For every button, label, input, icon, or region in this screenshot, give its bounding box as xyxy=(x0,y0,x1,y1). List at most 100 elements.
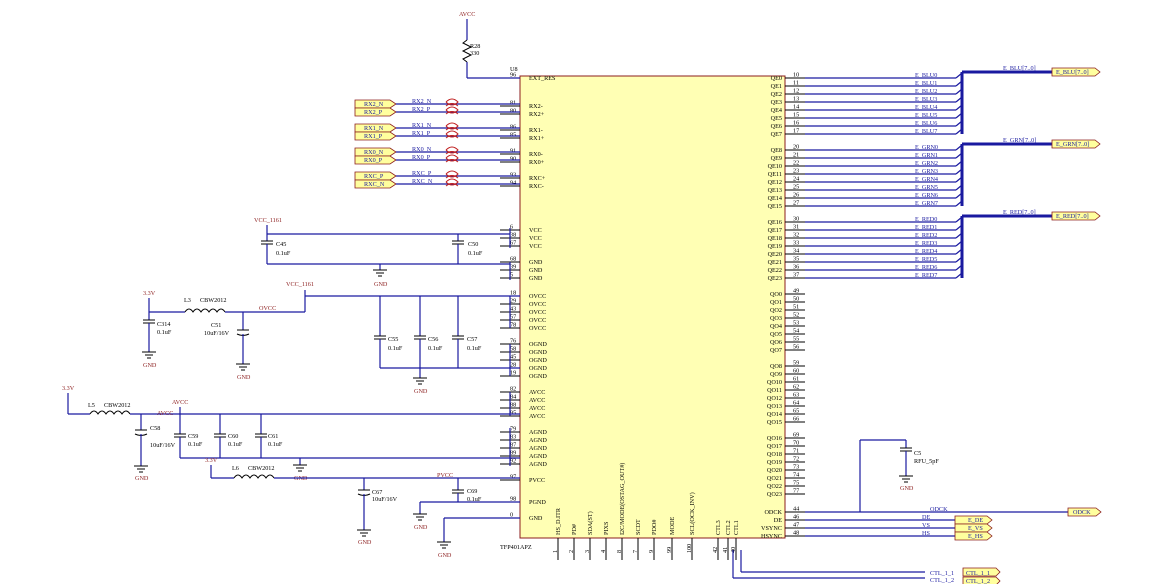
bus-net-label: E_RED1 xyxy=(915,224,937,231)
chip-right-pin-name: QE13 xyxy=(768,187,782,194)
c51-value: 10uF/16V xyxy=(204,330,230,337)
chip-right-pin-num: 52 xyxy=(793,312,799,319)
chip-right-pin-name: QO7 xyxy=(770,347,782,354)
chip-right-pin-name: QE15 xyxy=(768,203,782,210)
chip-left-pin-name: EXT_RES xyxy=(529,75,556,82)
chip-left-pin-name: VCC xyxy=(529,235,542,242)
chip-right-pin-num: 31 xyxy=(793,224,799,231)
gnd-label-7: GND xyxy=(358,539,372,546)
c45-ref: C45 xyxy=(276,241,286,248)
chip-right-pin-name: QO18 xyxy=(767,451,782,458)
chip-left-pin-name: AVCC xyxy=(529,405,545,412)
bus-port-label: E_BLU[7..0] xyxy=(1056,69,1089,76)
chip-right-pin-num: 12 xyxy=(793,88,799,95)
rx-input-port xyxy=(354,179,397,189)
chip-right-pin-name: QO17 xyxy=(767,443,782,450)
pvcc-supply: 3.3V L6 CBW2012 PVCC GND C67 10uF/16V C6… xyxy=(205,457,520,559)
chip-right-pin-num: 75 xyxy=(793,480,799,487)
bus-net-label: E_GRN6 xyxy=(915,192,938,199)
diff-pair-icon xyxy=(445,106,459,115)
chip-left-pin-name: RX2+ xyxy=(529,111,545,118)
chip-left-pin-num: 87 xyxy=(510,442,516,449)
chip-bottom-pin-num: 4 xyxy=(600,550,607,553)
l3-ref: L3 xyxy=(184,297,191,304)
chip-left-pin-name: OGND xyxy=(529,349,547,356)
rx-port-label: RX1_P xyxy=(364,133,383,140)
c314-value: 0.1uF xyxy=(157,329,172,336)
chip-left-pin-name: GND xyxy=(529,267,543,274)
chip-left-pin-num: 79 xyxy=(510,426,516,433)
chip-left-pin-num: 5 xyxy=(510,272,513,279)
chip-right-pin-name: QO8 xyxy=(770,363,782,370)
chip-right-pin-name: QO1 xyxy=(770,299,782,306)
diff-pair-icon xyxy=(445,146,459,155)
chip-left-pin-num: 39 xyxy=(510,264,516,271)
c55-ref: C55 xyxy=(388,336,398,343)
chip-right-pin-num: 44 xyxy=(793,506,799,513)
chip-left-pin-num: 91 xyxy=(510,148,516,155)
sync-port xyxy=(1067,507,1102,517)
c57-value: 0.1uF xyxy=(467,345,482,352)
chip-left-pin-name: OGND xyxy=(529,373,547,380)
c56-ref: C56 xyxy=(428,336,438,343)
chip-right-pin-name: QO14 xyxy=(767,411,782,418)
chip-right-pin-num: 72 xyxy=(793,456,799,463)
chip-right-pin-name: QO16 xyxy=(767,435,782,442)
chip-right-pin-num: 32 xyxy=(793,232,799,239)
chip-right-pin-num: 56 xyxy=(793,344,799,351)
bus-net-label: E_BLU6 xyxy=(915,120,937,127)
chip-bottom-pin-name: I2C/MODE(OSTAG_OUT#) xyxy=(619,463,626,535)
rx-port-label: RX2_P xyxy=(364,109,383,116)
c59-ref: C59 xyxy=(188,433,198,440)
chip-left-pin-name: OGND xyxy=(529,365,547,372)
chip-right-pin-num: 24 xyxy=(793,176,799,183)
chip-right-pin-num: 14 xyxy=(793,104,799,111)
chip-right-pin-name: QO2 xyxy=(770,307,782,314)
bus-net-label: E_RED0 xyxy=(915,216,937,223)
chip-right-pin-num: 69 xyxy=(793,432,799,439)
chip-right-pin-num: 34 xyxy=(793,248,799,255)
chip-right-pin-name: QE1 xyxy=(771,83,782,90)
chip-left-pin-name: PGND xyxy=(529,499,546,506)
chip-left-pin-name: AGND xyxy=(529,445,547,452)
diff-pair-icon xyxy=(445,178,459,187)
ovcc-supply: 3.3V L3 CBW2012 OVCC VCC_1161 GND C314 0… xyxy=(142,281,520,395)
chip-right-pin-num: 74 xyxy=(793,472,799,479)
avcc-label: AVCC xyxy=(172,399,188,406)
chip-right-pin-name: QE3 xyxy=(771,99,782,106)
bus-net-label: E_RED3 xyxy=(915,240,937,247)
chip-right-pin-name: QE23 xyxy=(768,275,782,282)
diff-pair-icon xyxy=(445,130,459,139)
chip-right-pin-num: 70 xyxy=(793,440,799,447)
c57-ref: C57 xyxy=(467,336,477,343)
chip-right-pin-num: 54 xyxy=(793,328,799,335)
chip-right-pin-name: QE11 xyxy=(768,171,782,178)
bus-net-label: E_BLU2 xyxy=(915,88,937,95)
bus-port xyxy=(1051,139,1101,149)
chip-right-pin-num: 33 xyxy=(793,240,799,247)
gnd-label-4: GND xyxy=(414,388,428,395)
chip-left-pin-num: 0 xyxy=(510,512,513,519)
chip-right-pin-name: QO9 xyxy=(770,371,782,378)
chip-right-pin-name: QO3 xyxy=(770,315,782,322)
bus-net-label: E_GRN0 xyxy=(915,144,938,151)
chip-right-pin-num: 65 xyxy=(793,408,799,415)
l6-inductor-icon xyxy=(233,474,275,479)
rx-port-label: RX2_N xyxy=(364,101,384,108)
ctl-port-1-label: CTL_1_1 xyxy=(966,570,990,577)
sync-port-label: ODCK xyxy=(1073,509,1091,516)
rx-input-port xyxy=(354,155,397,165)
sync-net-label: HS xyxy=(922,530,930,537)
c5-value: RFU_5pF xyxy=(914,458,939,465)
bus-port xyxy=(1051,211,1101,221)
chip-left-pin-num: 98 xyxy=(510,496,516,503)
chip-right-pin-num: 49 xyxy=(793,288,799,295)
chip-right-pin-name: QE18 xyxy=(768,235,782,242)
gnd-label-10: GND xyxy=(900,485,914,492)
bus-net-label: E_GRN1 xyxy=(915,152,938,159)
chip-bottom-pin-name: CTL3 xyxy=(715,520,722,535)
gnd-label-3: GND xyxy=(237,374,251,381)
chip-left-pin-num: 43 xyxy=(510,306,516,313)
chip-right-pin-num: 63 xyxy=(793,392,799,399)
